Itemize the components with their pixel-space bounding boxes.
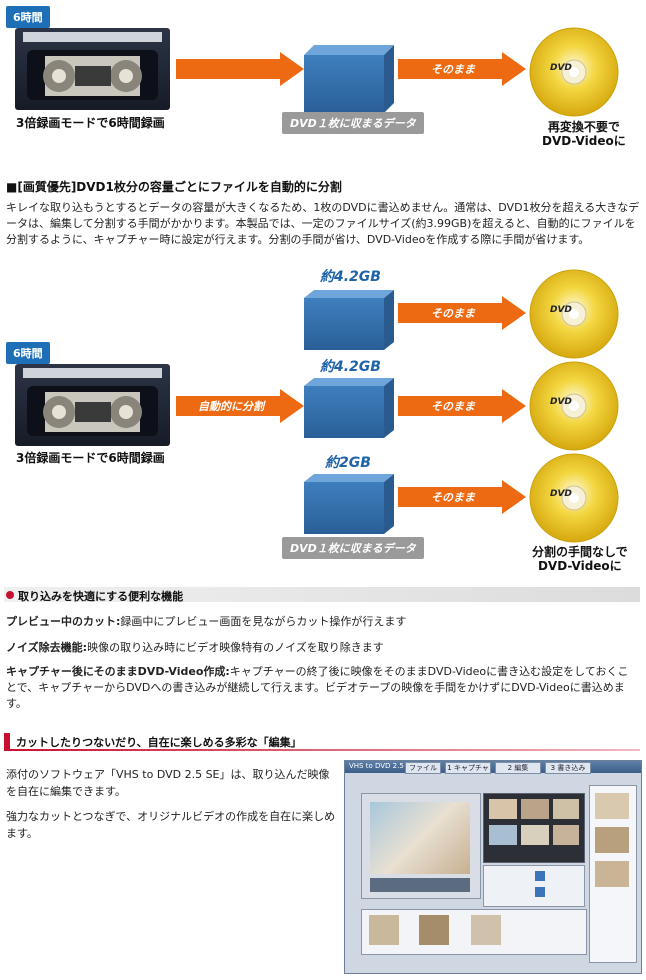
timeline-clip[interactable] [471, 915, 501, 945]
feature-label: キャプチャー後にそのままDVD-Video作成: [6, 665, 230, 678]
dvd-logo: DVD [550, 397, 572, 407]
size-label-3: 約2GB [325, 455, 371, 471]
red-dot-icon [6, 591, 14, 599]
section3-para2: 強力なカットとつなぎで、オリジナルビデオの作成を自在に楽しめます。 [6, 810, 336, 840]
dvd-disc-icon: DVD [529, 269, 619, 359]
data-box-icon [304, 474, 394, 534]
arrow-label: そのまま [431, 491, 476, 504]
feature-label: プレビュー中のカット: [6, 615, 121, 628]
app-window: VHS to DVD 2.5 ファイル 1 キャプチャ 2 編集 3 書き込み [344, 760, 642, 974]
dvd-caption-line1: 分割の手間なしで [532, 545, 628, 559]
feature-item: ノイズ除去機能:映像の取り込み時にビデオ映像特有のノイズを取り除きます [6, 640, 636, 656]
tape-caption: 3倍録画モードで6時間録画 [16, 116, 165, 130]
clip-thumb[interactable] [489, 825, 517, 845]
clip-thumb[interactable] [521, 799, 549, 819]
side-thumb[interactable] [595, 827, 629, 853]
vhs-tape-icon [15, 28, 170, 110]
vhs-tape-icon [15, 364, 170, 446]
section2-header-bar [4, 587, 640, 602]
feature-label: ノイズ除去機能: [6, 641, 88, 654]
red-underline [4, 749, 640, 751]
dvd-caption: 分割の手間なしで DVD-Videoに [532, 545, 628, 573]
clip-thumb[interactable] [521, 825, 549, 845]
dvd-logo: DVD [550, 489, 572, 499]
arrow-right [176, 52, 304, 86]
dvd-caption-line2: DVD-Videoに [542, 134, 626, 148]
arrow-right-labeled: そのまま [398, 52, 526, 86]
timeline-clip[interactable] [419, 915, 449, 945]
arrow-right-labeled: そのまま [398, 296, 526, 330]
clip-thumb[interactable] [553, 825, 579, 845]
auto-split-arrow: 自動的に分割 [176, 389, 304, 423]
duration-badge: 6時間 [6, 6, 50, 28]
feature-text: 映像の取り込み時にビデオ映像特有のノイズを取り除きます [87, 641, 384, 654]
data-box-icon [304, 378, 394, 438]
red-accent-bar [4, 733, 10, 751]
section3-title-bar: カットしたりつないだり、自在に楽しめる多彩な「編集」 [4, 733, 640, 751]
section2-title: 取り込みを快適にする便利な機能 [18, 590, 184, 603]
arrow-right-labeled: そのまま [398, 389, 526, 423]
tape-caption: 3倍録画モードで6時間録画 [16, 451, 165, 465]
tab-edit[interactable]: 2 編集 [495, 762, 541, 774]
tab-file[interactable]: ファイル [405, 762, 441, 774]
size-label-1: 約4.2GB [320, 269, 381, 285]
duration-badge: 6時間 [6, 342, 50, 364]
dvd-logo: DVD [550, 305, 572, 315]
section1-title: ■[画質優先]DVD1枚分の容量ごとにファイルを自動的に分割 [6, 180, 342, 194]
data-box-icon [304, 45, 394, 113]
dvd-disc-icon: DVD [529, 361, 619, 451]
dvd-disc-icon: DVD [529, 453, 619, 543]
clip-thumb[interactable] [489, 799, 517, 819]
app-title: VHS to DVD 2.5 [349, 762, 404, 770]
side-thumb[interactable] [595, 793, 629, 819]
feature-item: プレビュー中のカット:録画中にプレビュー画面を見ながらカット操作が行えます [6, 614, 636, 630]
feature-text: キャプチャーの終了後に映像をそのままDVD-Videoに書き込む設定をしておくこ… [6, 665, 629, 710]
feature-text: 録画中にプレビュー画面を見ながらカット操作が行えます [120, 615, 407, 628]
timeline-clip[interactable] [369, 915, 399, 945]
preview-video [370, 802, 470, 874]
dvd-caption: 再変換不要で DVD-Videoに [542, 120, 626, 148]
tab-write[interactable]: 3 書き込み [545, 762, 591, 774]
dvd-caption-line1: 再変換不要で [547, 120, 620, 134]
tab-capture[interactable]: 1 キャプチャ [445, 762, 491, 774]
size-label-2: 約4.2GB [320, 359, 381, 375]
section1-body: キレイな取り込もうとするとデータの容量が大きくなるため、1枚のDVDに書込めませ… [6, 201, 640, 246]
arrow-label: そのまま [431, 307, 476, 320]
feature-item: キャプチャー後にそのままDVD-Video作成:キャプチャーの終了後に映像をその… [6, 664, 638, 712]
arrow-label: そのまま [431, 63, 476, 76]
box-caption: DVD１枚に収まるデータ [282, 112, 424, 134]
arrow-right-labeled: そのまま [398, 480, 526, 514]
box-caption: DVD１枚に収まるデータ [282, 537, 424, 559]
side-thumb[interactable] [595, 861, 629, 887]
data-box-icon [304, 290, 394, 350]
auto-split-label: 自動的に分割 [198, 400, 266, 413]
section3-para1: 添付のソフトウェア「VHS to DVD 2.5 SE」は、取り込んだ映像を自在… [6, 768, 330, 798]
section3-title: カットしたりつないだり、自在に楽しめる多彩な「編集」 [16, 736, 302, 749]
preview-panel [361, 793, 481, 899]
arrow-down-icon[interactable] [535, 887, 545, 897]
arrow-up-icon[interactable] [535, 871, 545, 881]
dvd-logo: DVD [550, 63, 572, 73]
dvd-disc-icon: DVD [529, 27, 619, 117]
edit-panel [483, 865, 585, 907]
arrow-label: そのまま [431, 400, 476, 413]
playback-controls[interactable] [370, 878, 470, 892]
dvd-caption-line2: DVD-Videoに [537, 559, 622, 573]
clip-thumb[interactable] [553, 799, 579, 819]
